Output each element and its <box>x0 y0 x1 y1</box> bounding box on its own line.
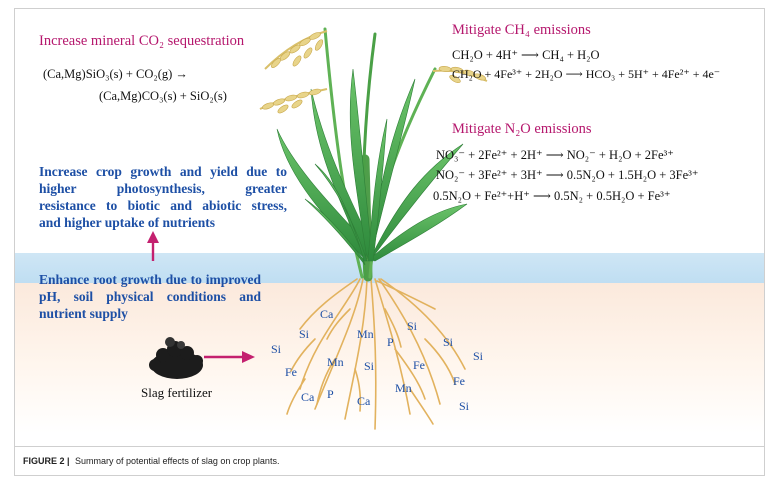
soil-layer <box>15 283 764 433</box>
nutrient-label: Ca <box>357 394 371 408</box>
nutrient-label: Mn <box>327 355 344 369</box>
nutrient-label: Si <box>271 342 282 356</box>
crop-growth-word-photosynthesis: photosynthesis, <box>116 181 205 196</box>
nutrient-label: Ca <box>301 390 315 404</box>
root-growth-line1: Enhance root growth due to improved <box>39 272 261 287</box>
nutrient-label: P <box>327 387 334 401</box>
arrow-slag-to-roots-icon <box>204 351 255 363</box>
nutrient-label: Si <box>364 359 375 373</box>
rice-grain-heads <box>259 30 488 114</box>
nutrient-label: Mn <box>357 327 374 341</box>
arrow-up-icon <box>147 231 159 261</box>
crop-growth-line4: and higher uptake of nutrients <box>39 215 216 230</box>
nutrient-label: Si <box>459 399 470 413</box>
crop-growth-text: Increase crop growth and yield due to hi… <box>39 163 287 231</box>
ch4-equation-1: CH₂O + 4H⁺ ⟶ CH₄ + H₂O <box>452 48 600 62</box>
figure-panel: Increase mineral CO₂ sequestration (Ca,M… <box>14 8 765 476</box>
crop-growth-line1: Increase crop growth and yield due to <box>39 164 287 179</box>
root-growth-text: Enhance root growth due to improved pH, … <box>39 271 261 322</box>
root-growth-line3: nutrient supply <box>39 306 128 321</box>
ch4-title: Mitigate CH₄ emissions <box>452 22 591 38</box>
root-growth-line2: pH, soil physical conditions and <box>39 289 261 304</box>
nutrient-label: Fe <box>453 374 465 388</box>
crop-growth-word-greater: greater <box>245 181 287 196</box>
figure-caption: FIGURE 2 | Summary of potential effects … <box>15 446 764 475</box>
n2o-equation-3: 0.5N₂O + Fe²⁺+H⁺ ⟶ 0.5N₂ + 0.5H₂O + Fe³⁺ <box>433 189 671 203</box>
slag-pile-image <box>149 337 203 379</box>
slag-fertilizer-label: Slag fertilizer <box>141 385 213 400</box>
nutrient-label: P <box>387 335 394 349</box>
co2-equation-line2: (Ca,Mg)CO₃(s) + SiO₂(s) <box>99 89 227 103</box>
n2o-equation-1: NO₃⁻ + 2Fe²⁺ + 2H⁺ ⟶ NO₂⁻ + H₂O + 2Fe³⁺ <box>436 148 674 162</box>
caption-label: FIGURE 2 | <box>23 456 70 466</box>
nutrient-label: Si <box>443 335 454 349</box>
water-layer <box>15 253 764 283</box>
n2o-equation-2: NO₂⁻ + 3Fe²⁺ + 3H⁺ ⟶ 0.5N₂O + 1.5H₂O + 3… <box>436 168 699 182</box>
rice-plant-illustration <box>147 27 488 430</box>
caption-text: Summary of potential effects of slag on … <box>75 456 280 466</box>
nutrient-label: Mn <box>395 381 412 395</box>
nutrient-label: Fe <box>413 358 425 372</box>
rice-leaves <box>276 68 468 266</box>
nutrient-label: Fe <box>285 365 297 379</box>
n2o-title: Mitigate N₂O emissions <box>452 121 592 137</box>
nutrient-label: Ca <box>320 307 334 321</box>
nutrient-label: Si <box>473 349 484 363</box>
nutrient-label: Si <box>299 327 310 341</box>
co2-equation-line1: (Ca,Mg)SiO₃(s) + CO₂(g) → <box>43 67 188 81</box>
crop-growth-word-higher: higher <box>39 181 77 196</box>
ch4-equation-2: CH₂O + 4Fe³⁺ + 2H₂O ⟶ HCO₃ + 5H⁺ + 4Fe²⁺… <box>452 67 721 81</box>
nutrient-label: Si <box>407 319 418 333</box>
root-system <box>286 278 466 430</box>
co2-sequestration-title: Increase mineral CO₂ sequestration <box>39 33 245 49</box>
crop-growth-line3: resistance to biotic and abiotic stress, <box>39 198 287 213</box>
crop-growth-line2: higher photosynthesis, greater <box>39 180 287 197</box>
